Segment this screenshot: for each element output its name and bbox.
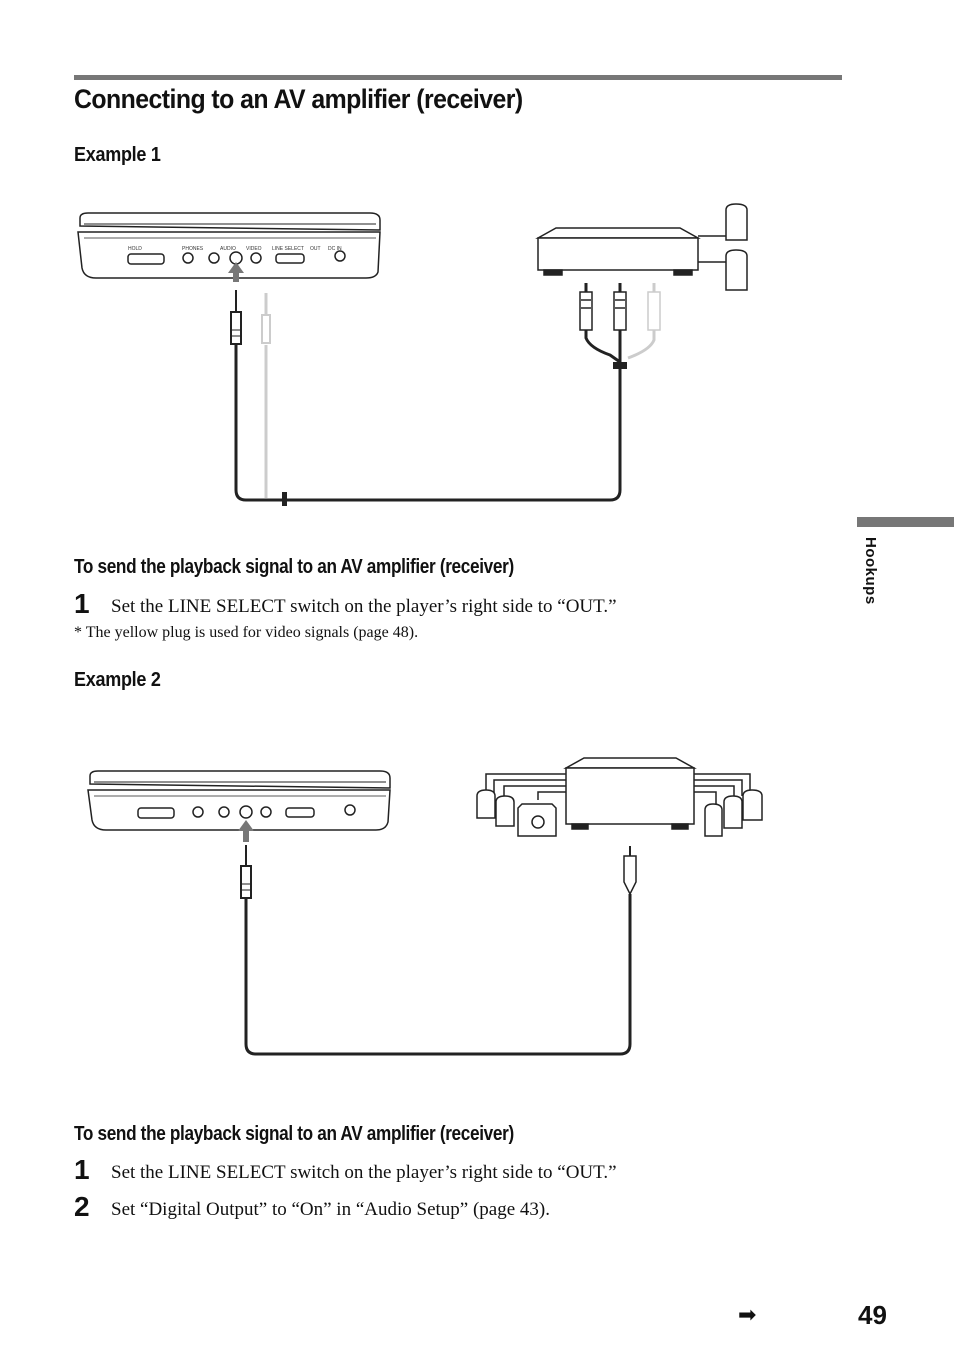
step-text: Set the LINE SELECT switch on the player… bbox=[111, 1162, 617, 1183]
surround-speakers bbox=[476, 773, 763, 837]
jack-label-line-select: LINE SELECT bbox=[272, 246, 304, 252]
optical-digital-cable bbox=[240, 845, 637, 1056]
step-text: Set the LINE SELECT switch on the player… bbox=[111, 596, 617, 617]
rca-plugs bbox=[579, 283, 661, 369]
example2-procedure-heading: To send the playback signal to an AV amp… bbox=[74, 1123, 514, 1145]
page-number: 49 bbox=[858, 1300, 887, 1330]
step-text: Set “Digital Output” to “On” in “Audio S… bbox=[111, 1199, 551, 1220]
example2-diagram bbox=[87, 757, 763, 1056]
jack-label-video: VIDEO bbox=[246, 246, 262, 252]
example1-note: * The yellow plug is used for video sign… bbox=[74, 624, 419, 641]
av-amplifier-2 bbox=[563, 757, 697, 830]
step-number: 1 bbox=[74, 588, 90, 619]
jack-label-audio: AUDIO bbox=[220, 246, 236, 252]
insert-arrow-icon bbox=[228, 262, 244, 282]
example2-heading: Example 2 bbox=[74, 669, 161, 691]
insert-arrow-icon bbox=[238, 820, 254, 842]
top-rule bbox=[74, 75, 842, 80]
side-tab-label: Hookups bbox=[862, 537, 879, 605]
page-title: Connecting to an AV amplifier (receiver) bbox=[74, 84, 523, 114]
av-amplifier-1 bbox=[535, 203, 748, 291]
video-plug-grey bbox=[261, 293, 271, 498]
example1-diagram: HOLD PHONES AUDIO VIDEO LINE SELECT OUT … bbox=[77, 203, 748, 506]
example1-procedure-heading: To send the playback signal to an AV amp… bbox=[74, 556, 514, 578]
jack-label-out: OUT bbox=[310, 246, 321, 252]
continue-arrow-icon: ➡ bbox=[738, 1303, 757, 1328]
player-jack-labels: HOLD PHONES AUDIO VIDEO LINE SELECT OUT … bbox=[128, 246, 342, 252]
stereo-mini-plug bbox=[230, 290, 622, 506]
jack-label-phones: PHONES bbox=[182, 246, 204, 252]
jack-label-dc-in: DC IN bbox=[328, 246, 342, 252]
step-number: 1 bbox=[74, 1154, 90, 1185]
side-tab-bar bbox=[857, 517, 954, 527]
jack-label-hold: HOLD bbox=[128, 246, 142, 252]
portable-player-2 bbox=[87, 770, 391, 831]
step-number: 2 bbox=[74, 1191, 90, 1222]
example1-heading: Example 1 bbox=[74, 144, 161, 166]
